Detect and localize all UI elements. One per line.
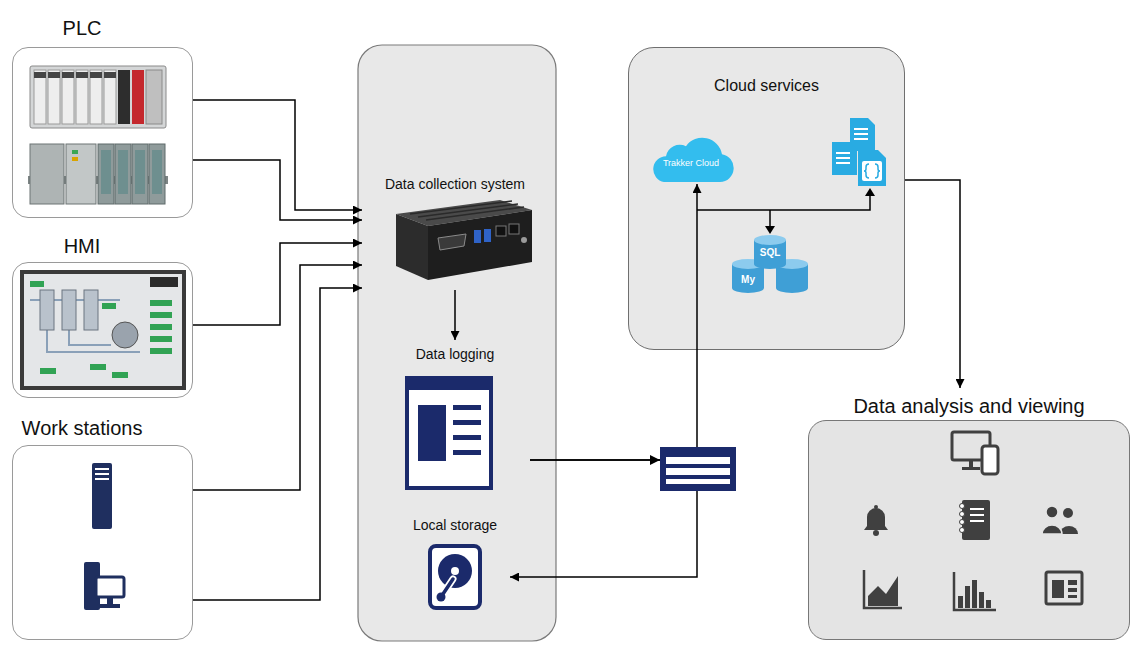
disk-icon [430,546,480,608]
buffer-icon [666,468,730,475]
logging-block: Data logging [380,340,530,495]
node-label: Data collection system [362,170,548,193]
flow-arrow [193,265,362,490]
logging-icon [407,378,491,488]
node-heading: Cloud services [629,48,904,95]
node-heading: HMI [12,228,152,258]
buffer-icon [650,447,736,491]
flow-arrow [905,180,960,388]
plc-group: PLC [12,8,193,218]
flow-arrow [454,290,456,340]
buffer-icon [660,447,736,491]
node-heading: PLC [12,8,152,40]
logging-icon [407,378,491,488]
panel-frame [12,47,193,218]
gateway-device [474,230,481,243]
disk-icon [438,554,472,588]
gateway-device [521,237,527,243]
logging-icon [453,435,481,440]
disk-icon [430,546,480,608]
gateway-device [410,201,524,220]
buffer-icon [650,455,660,465]
panel-frame [12,445,193,640]
disk-icon [437,593,446,602]
node-heading: Work stations [12,410,152,440]
gateway-device [496,226,506,236]
disk-icon [441,579,453,597]
logo-text: My [741,274,755,286]
buffer-icon [666,457,730,464]
disk-icon [441,579,453,597]
logging-icon [407,378,491,390]
flow-arrow [193,243,362,325]
node-label: Trakker Cloud [646,136,736,169]
collection-panel [358,45,556,641]
gateway-device [396,200,532,280]
analysis-group: Data analysis and viewing [808,388,1130,640]
logging-icon [453,450,481,455]
panel-frame [12,262,193,398]
cloud-panel: Trakker Cloud Cloud services [628,47,905,350]
gateway-device [438,234,466,250]
node-heading: Data analysis and viewing [808,388,1130,418]
logging-icon [453,405,481,410]
logging-icon [418,405,446,461]
flow-arrow [510,460,697,577]
node-label: Data logging [380,340,530,363]
cloud-shape: Trakker Cloud [646,136,736,184]
flow-arrow [193,288,362,600]
gateway-device [509,224,519,234]
gateway-device [396,200,532,226]
collector-device: Data collection system [362,170,548,290]
gateway-device [428,210,532,280]
panel-frame [808,420,1130,640]
flow-arrow [193,100,362,210]
flow-arrow [193,160,362,220]
gateway-device [396,214,428,280]
logging-icon [453,420,481,425]
node-label: Local storage [400,513,510,534]
hmi-group: HMI [12,228,193,398]
buffer-icon [666,479,730,484]
gateway-device [484,229,491,242]
storage-block: Local storage [400,513,510,613]
workstation-group: Work stations [12,410,193,640]
logo-text: SQL [760,247,781,259]
disk-icon [451,567,459,575]
